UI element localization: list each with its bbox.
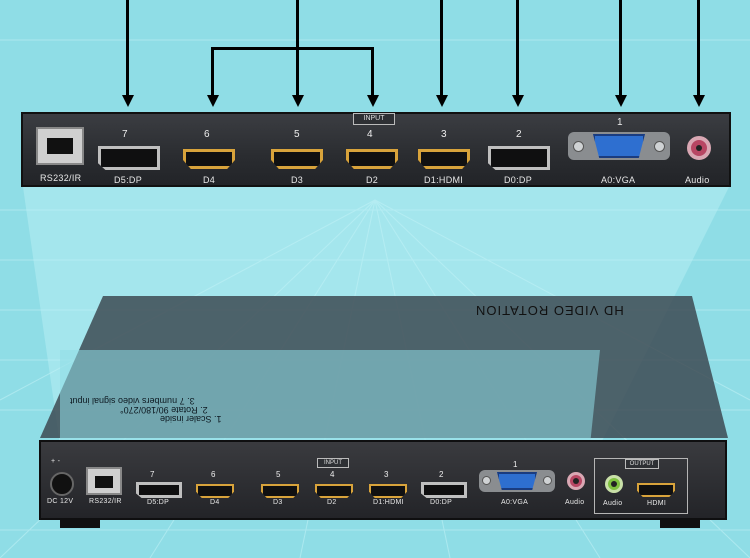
port-label: D2 bbox=[327, 499, 337, 506]
port-label: A0:VGA bbox=[601, 175, 636, 185]
port-label: D3 bbox=[273, 499, 283, 506]
port-label: D1:HDMI bbox=[424, 175, 464, 185]
audio-input-jack bbox=[687, 136, 711, 160]
hdmi-port bbox=[183, 149, 235, 169]
hdmi-port bbox=[315, 484, 353, 498]
rs232-ir-port bbox=[36, 127, 84, 165]
displayport-port bbox=[488, 146, 550, 170]
power-label: DC 12V bbox=[47, 498, 74, 505]
hdmi-output-port bbox=[637, 483, 675, 497]
audio-input-jack bbox=[567, 472, 585, 490]
hdmi-port bbox=[196, 484, 234, 498]
port-label: D5:DP bbox=[147, 499, 170, 506]
hdmi-port bbox=[271, 149, 323, 169]
port-label: D4 bbox=[210, 499, 220, 506]
feature-line: 1. Scaler inside bbox=[160, 414, 222, 424]
port-label: D3 bbox=[291, 175, 304, 185]
port-number: 7 bbox=[150, 470, 155, 479]
port-label: D5:DP bbox=[114, 175, 143, 185]
audio-label: Audio bbox=[565, 499, 585, 506]
port-number: 2 bbox=[516, 129, 522, 140]
port-number: 3 bbox=[441, 129, 447, 140]
dc-power-jack bbox=[50, 472, 74, 496]
port-number: 1 bbox=[513, 460, 518, 469]
displayport-port bbox=[421, 482, 467, 498]
port-number: 5 bbox=[294, 129, 300, 140]
port-label: D0:DP bbox=[504, 175, 533, 185]
port-number: 3 bbox=[384, 470, 389, 479]
port-number: 5 bbox=[276, 470, 281, 479]
displayport-port bbox=[136, 482, 182, 498]
port-label: D4 bbox=[203, 175, 216, 185]
audio-output-jack bbox=[605, 475, 623, 493]
output-section: OUTPUT Audio HDMI bbox=[594, 458, 688, 514]
port-number: 4 bbox=[367, 129, 373, 140]
port-number: 7 bbox=[122, 129, 128, 140]
device-foot bbox=[60, 520, 100, 528]
port-number: 2 bbox=[439, 470, 444, 479]
rs232-label: RS232/IR bbox=[40, 173, 82, 183]
displayport-port bbox=[98, 146, 160, 170]
port-label: D0:DP bbox=[430, 499, 453, 506]
zoomed-rear-panel: INPUT RS232/IR 7 D5:DP 6 D4 5 D3 4 D2 3 … bbox=[21, 112, 731, 187]
device-brand: HD VIDEO ROTATION bbox=[475, 303, 624, 318]
hdmi-port bbox=[346, 149, 398, 169]
vga-port bbox=[568, 132, 670, 160]
input-tab: INPUT bbox=[353, 113, 395, 125]
rs232-ir-port bbox=[86, 467, 122, 495]
audio-label: Audio bbox=[685, 175, 710, 185]
device-front-panel: + - DC 12V INPUT RS232/IR 7 D5:DP 6 D4 5… bbox=[39, 440, 727, 520]
port-label: A0:VGA bbox=[501, 499, 529, 506]
vga-port bbox=[479, 470, 555, 492]
device-foot bbox=[660, 520, 700, 528]
port-number: 6 bbox=[211, 470, 216, 479]
output-tab: OUTPUT bbox=[625, 459, 659, 469]
port-label: D2 bbox=[366, 175, 379, 185]
hdmi-port bbox=[261, 484, 299, 498]
power-sign: + - bbox=[51, 458, 61, 465]
rs232-label: RS232/IR bbox=[89, 498, 122, 505]
port-number: 1 bbox=[617, 117, 623, 128]
input-tab: INPUT bbox=[317, 458, 349, 468]
port-number: 4 bbox=[330, 470, 335, 479]
output-hdmi-label: HDMI bbox=[647, 500, 667, 507]
hdmi-port bbox=[369, 484, 407, 498]
output-audio-label: Audio bbox=[603, 500, 623, 507]
port-number: 6 bbox=[204, 129, 210, 140]
hdmi-port bbox=[418, 149, 470, 169]
port-label: D1:HDMI bbox=[373, 499, 404, 506]
